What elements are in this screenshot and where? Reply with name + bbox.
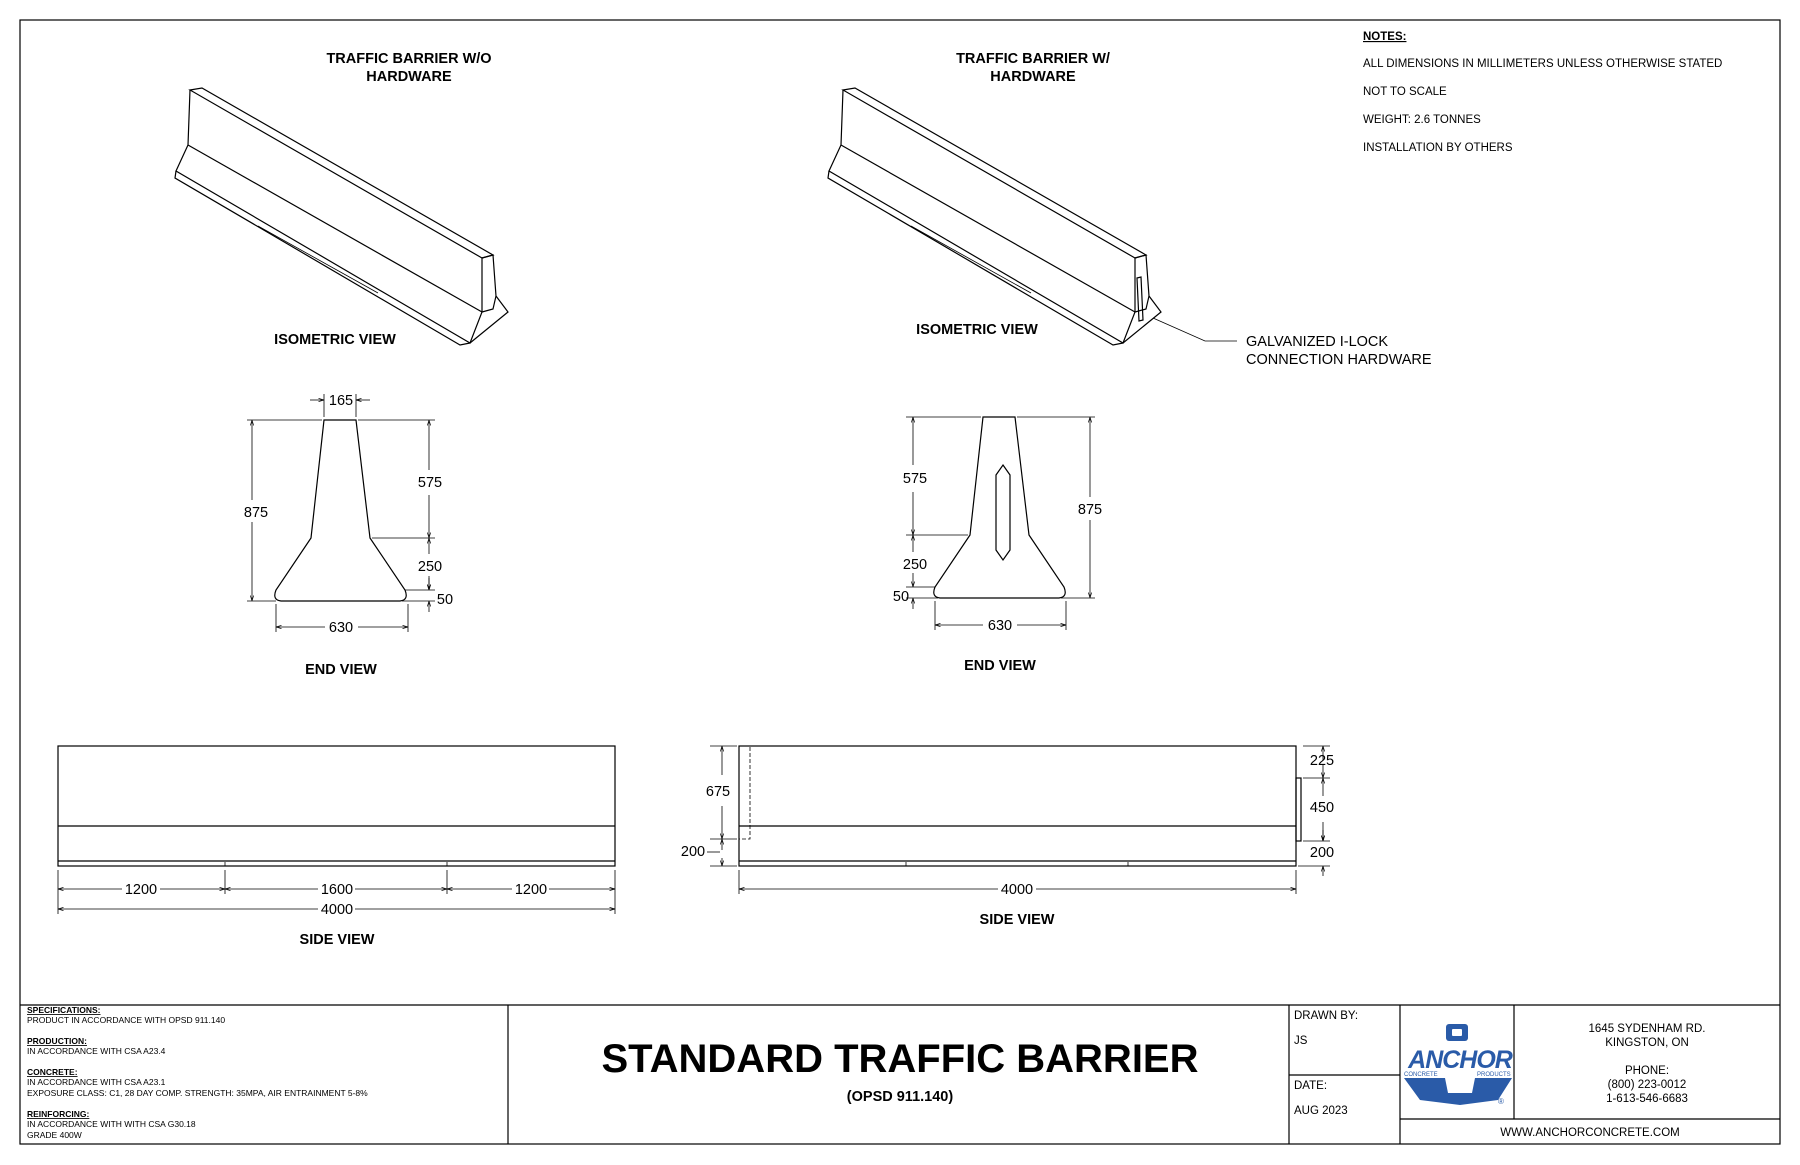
right-barrier-iso-drawing — [827, 87, 1162, 346]
dim-label: 4000 — [1001, 882, 1033, 898]
spec-line: PRODUCT IN ACCORDANCE WITH OPSD 911.140 — [27, 1015, 225, 1025]
phone-1: (800) 223-0012 — [1608, 1079, 1687, 1091]
i-lock-slot — [995, 463, 1011, 562]
right-end-view-label: END VIEW — [964, 658, 1036, 674]
date-label: DATE: — [1294, 1080, 1327, 1092]
dim-label: 250 — [418, 559, 442, 575]
right-isometric-label: ISOMETRIC VIEW — [916, 322, 1038, 338]
right-title-line1: TRAFFIC BARRIER W/ — [956, 51, 1110, 67]
right-end-view: 575 250 50 875 630 END VIEW — [893, 416, 1102, 674]
dim-label: 450 — [1310, 800, 1334, 816]
dim-label: 200 — [1310, 845, 1334, 861]
drawing-subtitle: (OPSD 911.140) — [847, 1089, 954, 1105]
specifications-block: SPECIFICATIONS: PRODUCT IN ACCORDANCE WI… — [27, 1005, 368, 1140]
drawing-title: STANDARD TRAFFIC BARRIER — [602, 1037, 1199, 1081]
dim-label: 1200 — [515, 882, 547, 898]
left-end-view: 165 875 575 250 50 630 END VIEW — [244, 393, 453, 678]
note-item: WEIGHT: 2.6 TONNES — [1363, 114, 1481, 126]
right-side-outline — [738, 745, 1297, 867]
logo-right-text: PRODUCTS — [1477, 1072, 1511, 1078]
logo-mark: ® — [1498, 1097, 1504, 1106]
dim-label: 200 — [681, 844, 705, 860]
date-value: AUG 2023 — [1294, 1105, 1348, 1117]
logo-left-text: CONCRETE — [1404, 1072, 1438, 1078]
spec-line: IN ACCORDANCE WITH WITH CSA G30.18 — [27, 1119, 196, 1129]
left-side-outline — [57, 745, 616, 867]
notes-heading: NOTES: — [1363, 31, 1406, 43]
left-title-line1: TRAFFIC BARRIER W/O — [326, 51, 491, 67]
left-barrier-iso-drawing — [174, 87, 509, 346]
anchor-logo: ANCHOR CONCRETE PRODUCTS ® — [1404, 1024, 1514, 1106]
spec-line: EXPOSURE CLASS: C1, 28 DAY COMP. STRENGT… — [27, 1088, 368, 1098]
right-side-view-label: SIDE VIEW — [980, 912, 1055, 928]
dim-label: 165 — [329, 393, 353, 409]
logo-name: ANCHOR — [1407, 1046, 1513, 1074]
dim-label: 1200 — [125, 882, 157, 898]
dim-label: 225 — [1310, 753, 1334, 769]
drawn-by-value: JS — [1294, 1035, 1308, 1047]
dim-label: 630 — [988, 618, 1012, 634]
dim-label: 875 — [1078, 502, 1102, 518]
callout-leader — [1152, 317, 1237, 342]
address-line2: KINGSTON, ON — [1605, 1037, 1689, 1049]
note-item: NOT TO SCALE — [1363, 86, 1447, 98]
left-end-profile — [274, 419, 407, 602]
note-item: ALL DIMENSIONS IN MILLIMETERS UNLESS OTH… — [1363, 58, 1722, 70]
spec-line: GRADE 400W — [27, 1130, 82, 1140]
dim-label: 575 — [418, 475, 442, 491]
left-isometric-label: ISOMETRIC VIEW — [274, 332, 396, 348]
phone-2: 1-613-546-6683 — [1606, 1093, 1688, 1105]
right-title-line2: HARDWARE — [990, 69, 1076, 85]
sheet-border — [19, 19, 1781, 1145]
left-title-line2: HARDWARE — [366, 69, 452, 85]
left-side-view-label: SIDE VIEW — [300, 932, 375, 948]
address-line1: 1645 SYDENHAM RD. — [1589, 1023, 1706, 1035]
title-block: SPECIFICATIONS: PRODUCT IN ACCORDANCE WI… — [20, 1004, 1780, 1144]
dim-label: 50 — [437, 592, 453, 608]
right-isometric-view: TRAFFIC BARRIER W/ HARDWARE GALVANIZED I… — [827, 51, 1432, 368]
notes-block: NOTES: ALL DIMENSIONS IN MILLIMETERS UNL… — [1363, 31, 1722, 154]
note-item: INSTALLATION BY OTHERS — [1363, 142, 1513, 154]
dim-label: 50 — [893, 589, 909, 605]
spec-heading: CONCRETE: — [27, 1067, 78, 1077]
spec-heading: REINFORCING: — [27, 1109, 90, 1119]
website-link[interactable]: WWW.ANCHORCONCRETE.COM — [1500, 1127, 1680, 1139]
left-hardware-plate — [738, 745, 751, 840]
spec-heading: SPECIFICATIONS: — [27, 1005, 101, 1015]
left-end-view-label: END VIEW — [305, 662, 377, 678]
callout-line1: GALVANIZED I-LOCK — [1246, 334, 1388, 350]
callout-line2: CONNECTION HARDWARE — [1246, 352, 1432, 368]
dim-label: 4000 — [321, 902, 353, 918]
left-side-view: 1200 1600 1200 4000 SIDE VIEW — [57, 745, 616, 948]
right-end-profile — [933, 416, 1066, 599]
dim-label: 875 — [244, 505, 268, 521]
phone-label: PHONE: — [1625, 1065, 1669, 1077]
drawn-by-label: DRAWN BY: — [1294, 1010, 1358, 1022]
right-side-view: 675 200 225 450 200 4000 SIDE VIEW — [681, 745, 1334, 928]
right-hardware-plate — [1295, 777, 1302, 842]
dim-label: 575 — [903, 471, 927, 487]
dim-label: 250 — [903, 557, 927, 573]
dim-label: 675 — [706, 784, 730, 800]
spec-heading: PRODUCTION: — [27, 1036, 87, 1046]
dim-label: 630 — [329, 620, 353, 636]
spec-line: IN ACCORDANCE WITH CSA A23.4 — [27, 1046, 166, 1056]
i-lock-hardware-drawing — [1136, 276, 1144, 322]
spec-line: IN ACCORDANCE WITH CSA A23.1 — [27, 1077, 166, 1087]
dim-label: 1600 — [321, 882, 353, 898]
left-isometric-view: TRAFFIC BARRIER W/O HARDWARE ISOMETRIC V… — [174, 51, 509, 348]
